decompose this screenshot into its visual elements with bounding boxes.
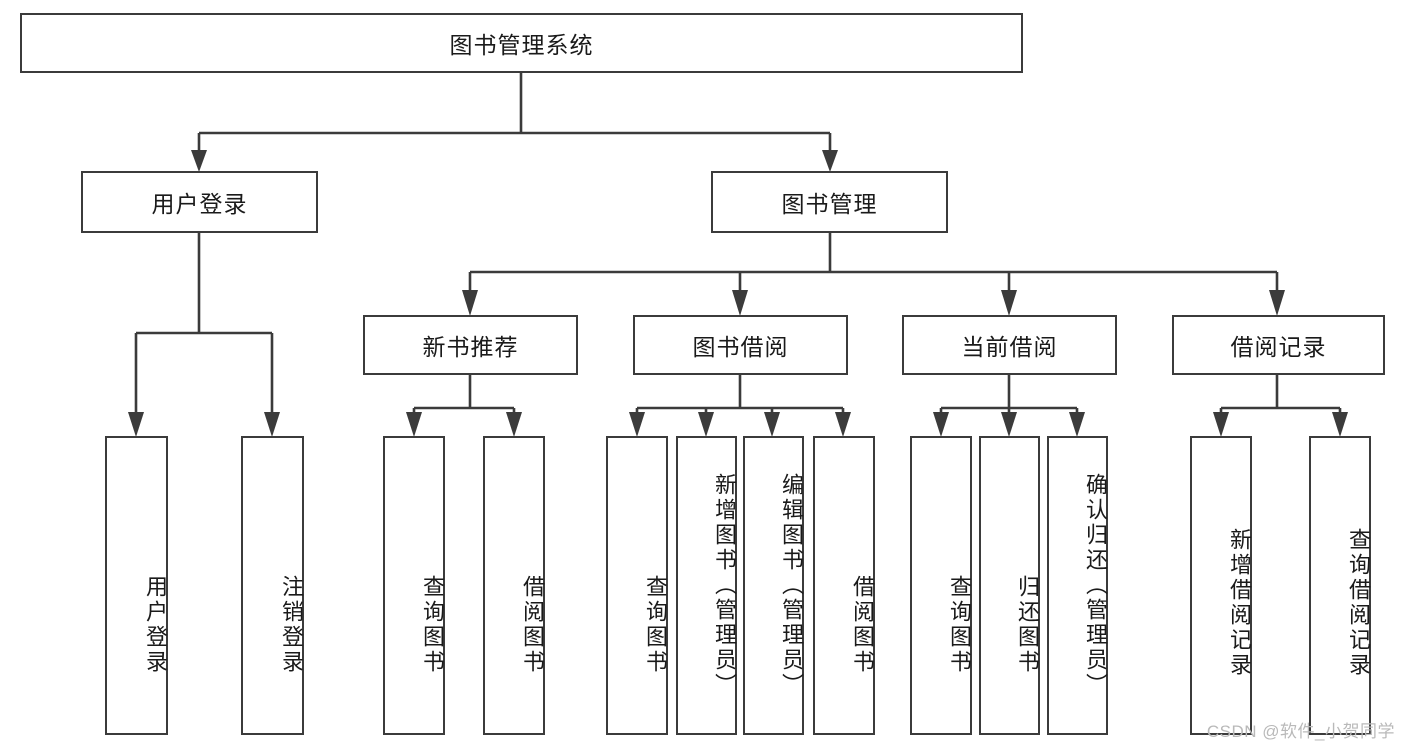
node-label: 借阅图书 <box>850 575 875 675</box>
node-book-management[interactable]: 图书管理 <box>711 171 948 233</box>
node-user-login[interactable]: 用户登录 <box>81 171 318 233</box>
leaf-query-borrow-record[interactable]: 查询借阅记录 <box>1309 436 1371 735</box>
leaf-query-book-current[interactable]: 查询图书 <box>910 436 972 735</box>
node-label: 用户登录 <box>151 191 248 217</box>
node-label: 新增图书（管理员） <box>712 473 737 698</box>
leaf-borrow-book-borrow[interactable]: 借阅图书 <box>813 436 875 735</box>
csdn-watermark: CSDN @软件_小贺同学 <box>1206 722 1395 741</box>
node-label: 查询图书 <box>420 575 445 675</box>
node-book-borrow[interactable]: 图书借阅 <box>633 315 848 375</box>
leaf-edit-book-admin[interactable]: 编辑图书（管理员） <box>743 436 804 735</box>
leaf-add-book-admin[interactable]: 新增图书（管理员） <box>676 436 737 735</box>
node-label: 图书借阅 <box>692 334 789 360</box>
node-label: 图书管理 <box>781 191 878 217</box>
node-label: 查询图书 <box>643 575 668 675</box>
node-label: 借阅记录 <box>1230 334 1327 360</box>
leaf-query-book-borrow[interactable]: 查询图书 <box>606 436 668 735</box>
leaf-logout-login[interactable]: 注销登录 <box>241 436 304 735</box>
node-label: 注销登录 <box>279 575 304 675</box>
node-label: 图书管理系统 <box>449 32 594 58</box>
node-label: 用户登录 <box>143 575 168 675</box>
node-label: 归还图书 <box>1015 575 1040 675</box>
node-label: 查询图书 <box>947 575 972 675</box>
leaf-query-book-new-recommend[interactable]: 查询图书 <box>383 436 445 735</box>
node-label: 编辑图书（管理员） <box>779 473 804 698</box>
node-new-book-recommend[interactable]: 新书推荐 <box>363 315 578 375</box>
node-root-book-management-system[interactable]: 图书管理系统 <box>20 13 1023 73</box>
node-label: 借阅图书 <box>520 575 545 675</box>
leaf-add-borrow-record[interactable]: 新增借阅记录 <box>1190 436 1252 735</box>
node-label: 当前借阅 <box>961 334 1058 360</box>
leaf-borrow-book-new-recommend[interactable]: 借阅图书 <box>483 436 545 735</box>
node-label: 确认归还（管理员） <box>1083 473 1108 698</box>
node-borrow-record[interactable]: 借阅记录 <box>1172 315 1385 375</box>
leaf-confirm-return-admin[interactable]: 确认归还（管理员） <box>1047 436 1108 735</box>
node-label: 新书推荐 <box>422 334 519 360</box>
leaf-user-login[interactable]: 用户登录 <box>105 436 168 735</box>
node-label: 查询借阅记录 <box>1346 527 1371 678</box>
node-current-borrow[interactable]: 当前借阅 <box>902 315 1117 375</box>
leaf-return-book[interactable]: 归还图书 <box>979 436 1040 735</box>
node-label: 新增借阅记录 <box>1227 527 1252 678</box>
